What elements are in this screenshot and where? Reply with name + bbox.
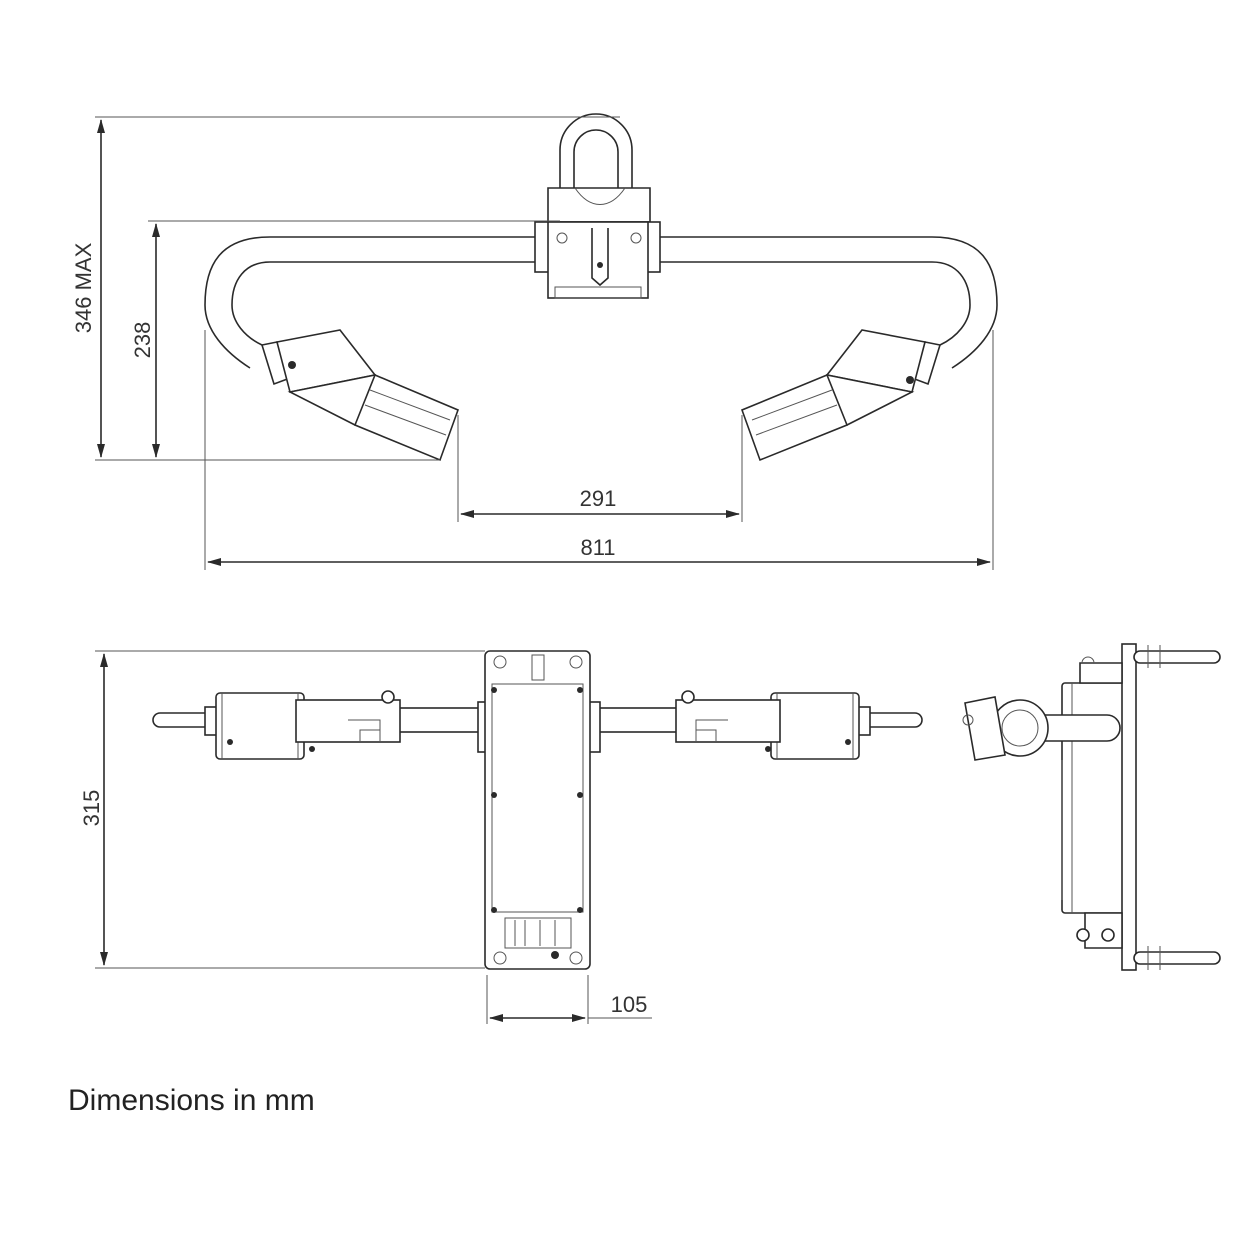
- side-view: [962, 643, 1221, 971]
- dim-arm-height: 238: [130, 322, 155, 359]
- plan-view: 315 105: [79, 650, 923, 1024]
- right-sensor: [740, 329, 942, 462]
- dim-inner-gap: 291: [580, 486, 617, 511]
- dim-total-height: 346 MAX: [71, 242, 96, 333]
- units-caption: Dimensions in mm: [68, 1084, 315, 1117]
- dim-overall-width: 811: [580, 535, 615, 560]
- front-view: 346 MAX 238 291 811: [71, 113, 998, 570]
- center-mount: [534, 113, 661, 299]
- left-sensor: [260, 329, 460, 462]
- dim-plan-depth: 315: [79, 790, 104, 827]
- dim-box-width: 105: [611, 992, 648, 1017]
